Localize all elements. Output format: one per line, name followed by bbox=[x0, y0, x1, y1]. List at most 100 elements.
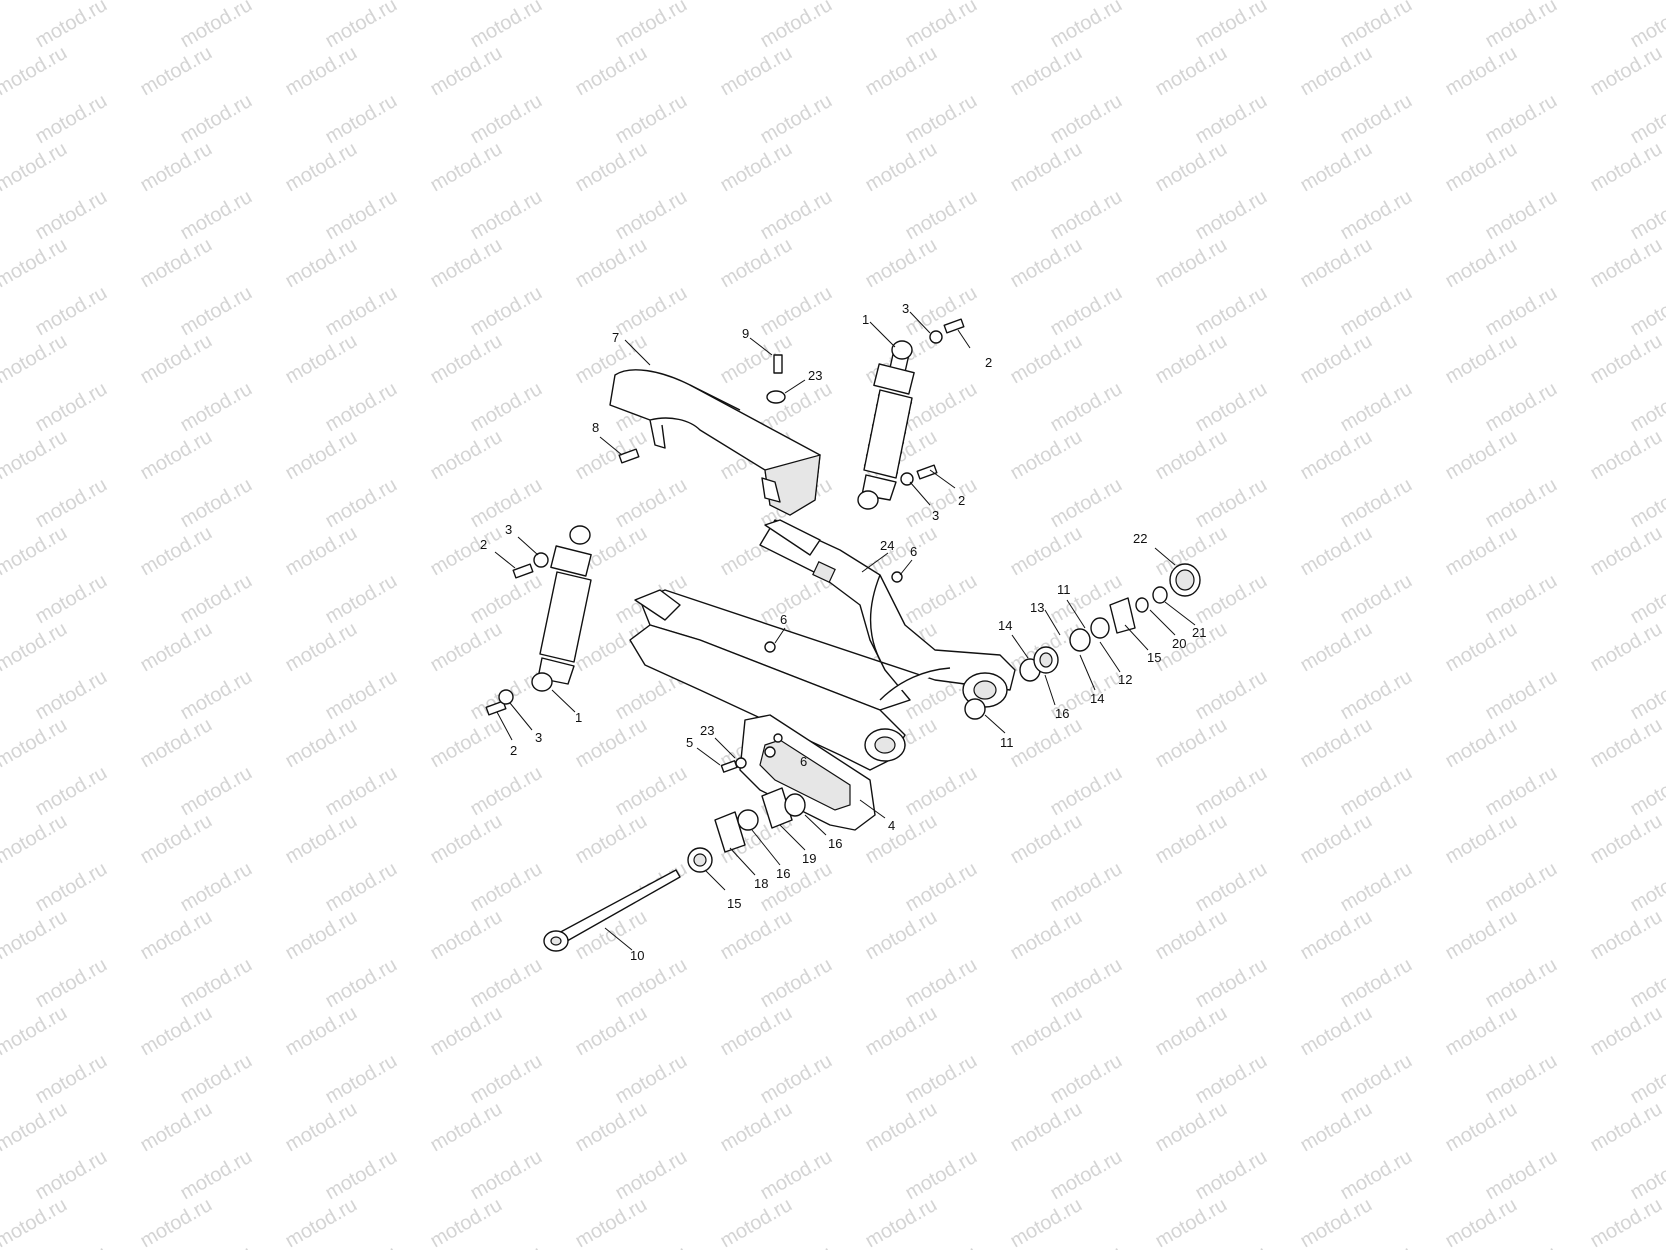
watermark-text: motod.ru bbox=[32, 90, 111, 149]
watermark-text: motod.ru bbox=[0, 42, 71, 101]
watermark-text: motod.ru bbox=[757, 1146, 836, 1205]
watermark-text: motod.ru bbox=[1587, 330, 1666, 389]
watermark-text: motod.ru bbox=[32, 762, 111, 821]
watermark-text: motod.ru bbox=[717, 1002, 796, 1061]
watermark-text: motod.ru bbox=[137, 330, 216, 389]
watermark-text: motod.ru bbox=[137, 138, 216, 197]
watermark-text: motod.ru bbox=[1297, 618, 1376, 677]
watermark-text: motod.ru bbox=[1007, 1002, 1086, 1061]
watermark-text: motod.ru bbox=[1152, 1098, 1231, 1157]
watermark-text: motod.ru bbox=[1297, 522, 1376, 581]
callout-label: 3 bbox=[902, 301, 909, 316]
callout-label: 6 bbox=[800, 754, 807, 769]
watermark-text: motod.ru bbox=[427, 714, 506, 773]
watermark-text: motod.ru bbox=[1337, 474, 1416, 533]
watermark-text: motod.ru bbox=[177, 666, 256, 725]
watermark-text: motod.ru bbox=[572, 0, 651, 4]
watermark-text: motod.ru bbox=[1482, 570, 1561, 629]
watermark-text: motod.ru bbox=[757, 186, 836, 245]
watermark-text: motod.ru bbox=[1482, 1146, 1561, 1205]
watermark-text: motod.ru bbox=[1192, 0, 1271, 52]
watermark-text: motod.ru bbox=[612, 282, 691, 341]
watermark-text: motod.ru bbox=[572, 810, 651, 869]
watermark-text: motod.ru bbox=[137, 0, 216, 4]
watermark-text: motod.ru bbox=[1482, 666, 1561, 725]
watermark-text: motod.ru bbox=[1337, 378, 1416, 437]
watermark-text: motod.ru bbox=[612, 186, 691, 245]
watermark-text: motod.ru bbox=[177, 90, 256, 149]
callout-label: 10 bbox=[630, 948, 644, 963]
shock-absorber-upper bbox=[857, 340, 915, 510]
callout-label: 16 bbox=[776, 866, 790, 881]
watermark-text: motod.ru bbox=[467, 570, 546, 629]
watermark-text: motod.ru bbox=[322, 186, 401, 245]
watermark-text: motod.ru bbox=[137, 42, 216, 101]
watermark-text: motod.ru bbox=[1047, 474, 1126, 533]
watermark-text: motod.ru bbox=[1047, 0, 1126, 52]
watermark-text: motod.ru bbox=[1152, 810, 1231, 869]
callout-label: 2 bbox=[480, 537, 487, 552]
callout-label: 18 bbox=[754, 876, 768, 891]
callout-label: 15 bbox=[1147, 650, 1161, 665]
watermark-text: motod.ru bbox=[0, 810, 71, 869]
watermark-text: motod.ru bbox=[467, 90, 546, 149]
callout-label: 16 bbox=[828, 836, 842, 851]
watermark-text: motod.ru bbox=[32, 474, 111, 533]
watermark-text: motod.ru bbox=[1337, 762, 1416, 821]
watermark-text: motod.ru bbox=[1587, 234, 1666, 293]
watermark-text: motod.ru bbox=[1587, 810, 1666, 869]
watermark-text: motod.ru bbox=[0, 138, 71, 197]
watermark-text: motod.ru bbox=[757, 0, 836, 52]
watermark-text: motod.ru bbox=[1587, 1002, 1666, 1061]
watermark-text: motod.ru bbox=[1152, 42, 1231, 101]
watermark-text: motod.ru bbox=[177, 0, 256, 52]
watermark-text: motod.ru bbox=[1442, 714, 1521, 773]
watermark-text: motod.ru bbox=[177, 1050, 256, 1109]
watermark-text: motod.ru bbox=[572, 42, 651, 101]
watermark-text: motod.ru bbox=[282, 330, 361, 389]
watermark-text: motod.ru bbox=[1442, 234, 1521, 293]
watermark-text: motod.ru bbox=[32, 666, 111, 725]
watermark-text: motod.ru bbox=[0, 1002, 71, 1061]
watermark-text: motod.ru bbox=[757, 1242, 836, 1250]
watermark-text: motod.ru bbox=[282, 1194, 361, 1250]
leader-lines bbox=[494, 311, 1196, 951]
callout-label: 3 bbox=[932, 508, 939, 523]
watermark-text: motod.ru bbox=[1442, 1194, 1521, 1250]
watermark-text: motod.ru bbox=[1007, 522, 1086, 581]
watermark-text: motod.ru bbox=[1442, 1098, 1521, 1157]
watermark-text: motod.ru bbox=[1482, 474, 1561, 533]
watermark-text: motod.ru bbox=[902, 954, 981, 1013]
watermark-text: motod.ru bbox=[1007, 330, 1086, 389]
watermark-text: motod.ru bbox=[32, 0, 111, 52]
watermark-text: motod.ru bbox=[717, 330, 796, 389]
watermark-text: motod.ru bbox=[177, 954, 256, 1013]
callout-label: 6 bbox=[910, 544, 917, 559]
watermark-text: motod.ru bbox=[1152, 1002, 1231, 1061]
watermark-text: motod.ru bbox=[1627, 378, 1666, 437]
watermark-text: motod.ru bbox=[1047, 186, 1126, 245]
watermark-text: motod.ru bbox=[862, 1098, 941, 1157]
watermark-text: motod.ru bbox=[1297, 0, 1376, 4]
watermark-text: motod.ru bbox=[1482, 1242, 1561, 1250]
watermark-text: motod.ru bbox=[137, 1098, 216, 1157]
watermark-text: motod.ru bbox=[0, 618, 71, 677]
watermark-text: motod.ru bbox=[137, 522, 216, 581]
swingarm bbox=[629, 519, 1016, 771]
watermark-text: motod.ru bbox=[0, 330, 71, 389]
watermark-text: motod.ru bbox=[1482, 282, 1561, 341]
watermark-text: motod.ru bbox=[1192, 858, 1271, 917]
callout-label: 11 bbox=[1000, 735, 1014, 750]
parts-drawing bbox=[485, 318, 1201, 952]
watermark-text: motod.ru bbox=[1482, 378, 1561, 437]
watermark-text: motod.ru bbox=[862, 810, 941, 869]
watermark-text: motod.ru bbox=[902, 378, 981, 437]
watermark-text: motod.ru bbox=[1587, 1194, 1666, 1250]
watermark-text: motod.ru bbox=[1442, 138, 1521, 197]
watermark-text: motod.ru bbox=[322, 570, 401, 629]
watermark-text: motod.ru bbox=[1047, 858, 1126, 917]
watermark-text: motod.ru bbox=[0, 0, 71, 4]
watermark-text: motod.ru bbox=[1587, 714, 1666, 773]
watermark-text: motod.ru bbox=[137, 810, 216, 869]
